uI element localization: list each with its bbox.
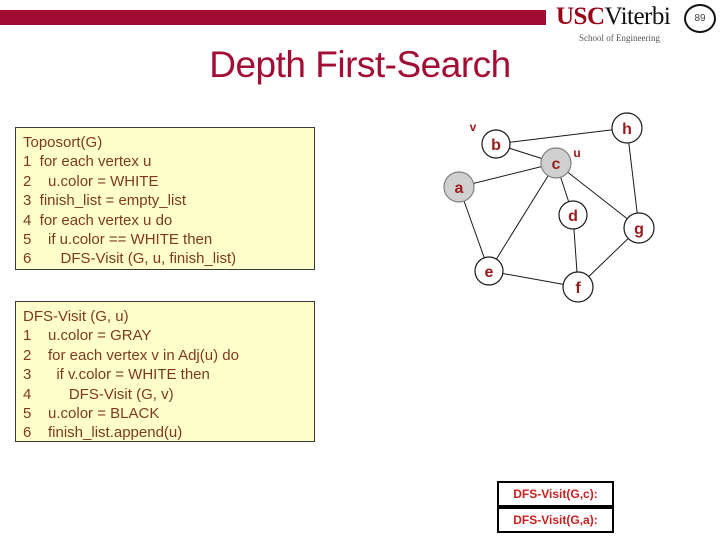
graph-node-label-e: e — [485, 264, 494, 281]
dfs-visit-c-box: DFS-Visit(G,c): — [497, 481, 614, 507]
dfs-visit-code-box: DFS-Visit (G, u) 1 u.color = GRAY 2 for … — [15, 301, 315, 442]
code-line: 2 u.color = WHITE — [23, 172, 159, 190]
slide-title: Depth First-Search — [209, 44, 511, 85]
page-number-badge: 89 — [684, 4, 716, 33]
graph-node-label-d: d — [568, 208, 578, 225]
code-line: 2 for each vertex v in Adj(u) do — [23, 346, 239, 364]
graph-node-d — [558, 200, 588, 230]
toposort-code-box: Toposort(G) 1 for each vertex u 2 u.colo… — [15, 127, 315, 270]
logo-viterbi-text: Viterbi — [604, 3, 671, 30]
graph-node-c — [540, 147, 572, 179]
code-line: 1 for each vertex u — [23, 153, 152, 171]
graph-edge-a-c — [458, 162, 557, 188]
logo-school-text: School of Engineering — [579, 33, 660, 43]
dfs-visit-a-box: DFS-Visit(G,a): — [497, 507, 614, 533]
graph-node-a — [443, 171, 475, 203]
graph-edge-h-g — [626, 127, 640, 229]
dfs-visit-a-label: DFS-Visit(G,a): — [513, 513, 598, 527]
usc-viterbi-logo: USCViterbi School of Engineering — [556, 3, 671, 43]
graph-node-label-b: b — [491, 137, 501, 154]
logo-usc-text: USC — [556, 3, 605, 30]
graph-edge-b-h — [495, 127, 628, 145]
top-accent-bar — [0, 10, 546, 25]
graph-node-b — [481, 129, 511, 159]
graph-annotation-v: v — [470, 120, 477, 134]
graph-edge-c-e — [488, 162, 557, 272]
graph-node-label-c: c — [552, 156, 561, 173]
code-line: 4 DFS-Visit (G, v) — [23, 385, 174, 403]
graph-node-e — [474, 256, 504, 286]
code-line: 5 u.color = BLACK — [23, 405, 160, 423]
page-number: 89 — [694, 13, 706, 24]
code-line: 3 if v.color = WHITE then — [23, 366, 210, 384]
graph-node-h — [611, 112, 643, 144]
graph-annotation-u: u — [573, 146, 580, 160]
code-line: 3 finish_list = empty_list — [23, 192, 186, 210]
graph-node-label-f: f — [575, 280, 581, 297]
code-line: 1 u.color = GRAY — [23, 327, 152, 345]
code-line: 5 if u.color == WHITE then — [23, 231, 213, 249]
code-line: 4 for each vertex u do — [23, 211, 173, 229]
graph-edge-c-g — [555, 162, 640, 229]
graph-node-label-h: h — [622, 121, 632, 138]
graph-node-g — [623, 212, 655, 244]
graph-node-label-g: g — [634, 221, 644, 238]
logo-wordmark: USCViterbi — [556, 3, 671, 30]
code-line: 6 DFS-Visit (G, u, finish_list) — [23, 250, 237, 268]
dfs-visit-c-label: DFS-Visit(G,c): — [513, 487, 598, 501]
code-line: Toposort(G) — [23, 134, 103, 151]
code-line: 6 finish_list.append(u) — [23, 424, 183, 442]
graph-node-f — [562, 271, 594, 303]
code-line: DFS-Visit (G, u) — [23, 308, 129, 325]
graph-node-label-a: a — [455, 180, 464, 197]
